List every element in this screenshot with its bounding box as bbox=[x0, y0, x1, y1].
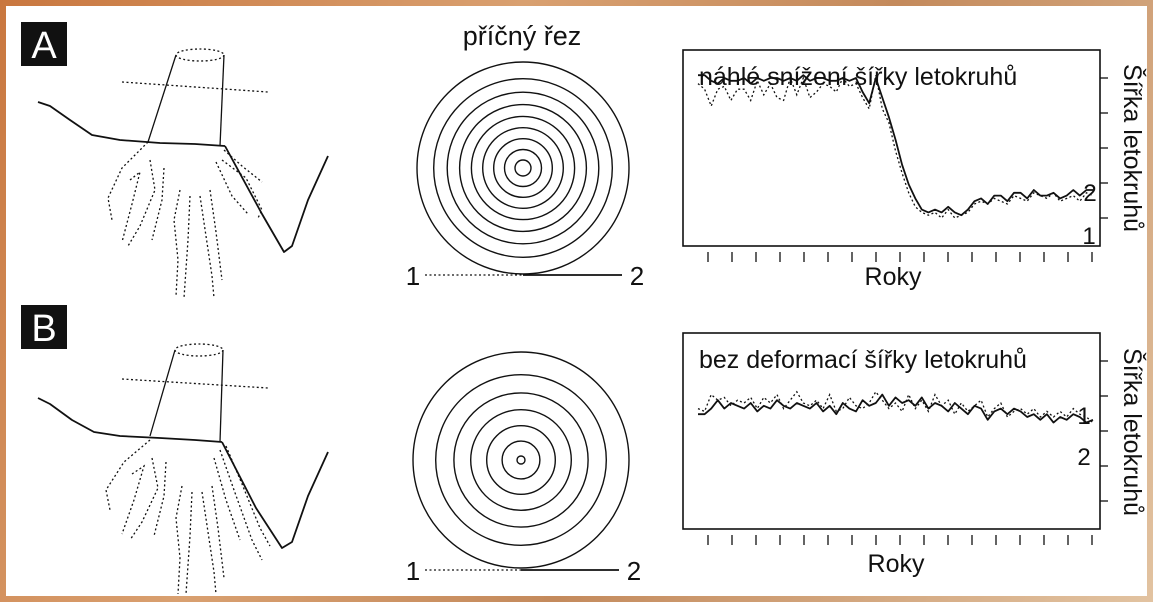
trunk-top-a bbox=[175, 48, 225, 62]
slope-line-a bbox=[37, 101, 226, 147]
y-ticks-b bbox=[1100, 360, 1108, 502]
line-label-1-b: 1 bbox=[1077, 403, 1090, 430]
scarp-line-b bbox=[221, 441, 329, 549]
ring-b-5 bbox=[486, 425, 557, 496]
root-b-5 bbox=[175, 485, 183, 595]
ring-a-9 bbox=[514, 159, 532, 177]
trunk-top-b bbox=[174, 343, 224, 357]
root-a-4 bbox=[151, 167, 165, 241]
root-a-8 bbox=[209, 189, 223, 281]
trunk-left-a bbox=[147, 54, 177, 143]
trunk-right-b bbox=[219, 349, 224, 443]
panel-b: B bbox=[21, 305, 1147, 595]
ring-a-2 bbox=[433, 77, 614, 259]
cut-label-1-b: 1 bbox=[406, 556, 420, 586]
line-label-2-b: 2 bbox=[1077, 444, 1090, 471]
panel-a: A příčný ře bbox=[21, 21, 1147, 299]
root-a-2 bbox=[121, 170, 142, 243]
root-a-5 bbox=[173, 189, 181, 297]
ring-a-1 bbox=[416, 61, 630, 275]
y-axis-label-a: Šířka letokruhů bbox=[1118, 64, 1147, 232]
ring-b-6 bbox=[501, 440, 541, 480]
root-a-10 bbox=[223, 149, 263, 183]
root-a-9 bbox=[221, 159, 263, 219]
panel-b-badge bbox=[21, 305, 67, 349]
root-b-1 bbox=[105, 439, 151, 511]
cross-section-b bbox=[412, 351, 630, 569]
trunk-right-a bbox=[219, 54, 225, 147]
cut-label-2-b: 2 bbox=[627, 556, 641, 586]
x-axis-label-b: Roky bbox=[868, 550, 925, 578]
tree-sketch-a bbox=[37, 48, 329, 299]
root-b-7 bbox=[201, 491, 217, 595]
cut-line-a bbox=[121, 81, 269, 93]
ring-b-2 bbox=[435, 374, 608, 547]
root-b-10 bbox=[225, 445, 271, 547]
ring-width-chart-b: bez deformací šířky letokruhů 1 2 Roky Š… bbox=[682, 332, 1147, 578]
series-solid-b bbox=[698, 393, 1094, 424]
root-a-3 bbox=[127, 159, 156, 247]
cut-label-2-a: 2 bbox=[630, 261, 644, 291]
ring-b-7 bbox=[516, 455, 526, 465]
y-ticks-a bbox=[1100, 77, 1108, 219]
panel-a-badge bbox=[21, 22, 67, 66]
ring-a-8 bbox=[503, 148, 543, 188]
root-b-3 bbox=[129, 457, 159, 541]
y-axis-label-b: Šířka letokruhů bbox=[1118, 348, 1147, 516]
slope-line-b bbox=[37, 397, 223, 443]
tree-sketch-b bbox=[37, 343, 329, 595]
panel-b-label: B bbox=[31, 308, 56, 350]
ring-a-7 bbox=[493, 137, 554, 198]
root-b-2 bbox=[121, 464, 146, 535]
series-solid-a bbox=[698, 74, 1093, 217]
ring-a-5 bbox=[470, 115, 576, 221]
trunk-left-b bbox=[149, 349, 176, 437]
cut-line-b bbox=[121, 378, 269, 389]
cut-label-1-a: 1 bbox=[406, 261, 420, 291]
ring-a-4 bbox=[458, 103, 588, 233]
x-ticks-a bbox=[707, 252, 1093, 262]
chart-title-a: náhlé snížení šířky letokruhů bbox=[699, 63, 1017, 91]
ring-a-6 bbox=[482, 126, 565, 209]
x-ticks-b bbox=[707, 535, 1093, 545]
root-a-11 bbox=[215, 161, 249, 215]
root-b-11 bbox=[213, 457, 241, 541]
ring-a-3 bbox=[446, 91, 600, 245]
cross-section-a bbox=[416, 61, 630, 275]
series-dotted-a bbox=[697, 75, 1094, 219]
root-a-6 bbox=[183, 195, 191, 299]
root-a-1 bbox=[107, 141, 149, 221]
ring-b-3 bbox=[453, 392, 589, 528]
series-dotted-b bbox=[697, 390, 1094, 424]
section-title-a: příčný řez bbox=[463, 21, 582, 51]
chart-title-b: bez deformací šířky letokruhů bbox=[699, 346, 1027, 374]
panel-a-label: A bbox=[31, 25, 57, 67]
ring-b-1 bbox=[412, 351, 630, 569]
ring-b-4 bbox=[470, 409, 573, 512]
x-axis-label-a: Roky bbox=[865, 263, 922, 291]
ring-width-chart-a: náhlé snížení šířky letokruhů 2 1 Roky Š… bbox=[682, 49, 1147, 291]
root-b-9 bbox=[219, 449, 263, 561]
scarp-line-a bbox=[224, 145, 329, 253]
line-label-1-a: 1 bbox=[1082, 223, 1095, 250]
root-b-8 bbox=[211, 485, 225, 579]
root-a-7 bbox=[199, 195, 215, 299]
root-b-4 bbox=[153, 461, 167, 537]
root-b-6 bbox=[185, 491, 193, 595]
line-label-2-a: 2 bbox=[1083, 180, 1096, 207]
